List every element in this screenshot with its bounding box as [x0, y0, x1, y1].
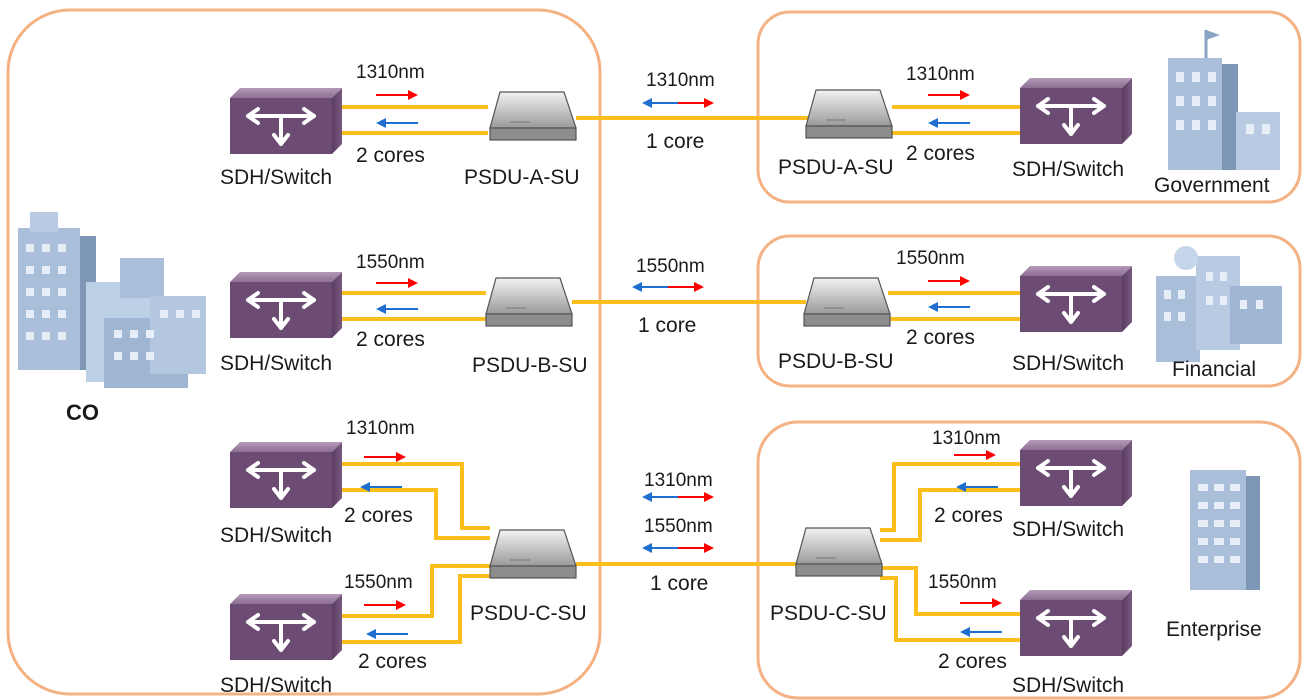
fiber-ent-bot-rx [880, 576, 1020, 642]
co-b-psdu-label: PSDU-B-SU [472, 354, 588, 377]
link-a-core: 1 core [646, 130, 704, 153]
co-a-cores: 2 cores [356, 144, 425, 167]
arrow-right-icon [953, 449, 997, 461]
sdh-switch-icon [1018, 264, 1134, 334]
link-c-core: 1 core [650, 572, 708, 595]
sdh-switch-icon [1018, 588, 1134, 658]
arrow-right-icon [927, 275, 971, 287]
co-b-cores: 2 cores [356, 328, 425, 351]
gov-psdu-label: PSDU-A-SU [778, 156, 894, 179]
co-c-top-switch-label: SDH/Switch [220, 524, 332, 547]
sdh-switch-icon [228, 440, 344, 510]
arrow-left-icon [375, 303, 419, 315]
ent-top-cores: 2 cores [934, 504, 1003, 527]
link-a-wavelength: 1310nm [646, 70, 715, 91]
co-boundary [6, 8, 602, 696]
co-b-wavelength: 1550nm [356, 252, 425, 273]
arrow-right-icon [363, 451, 407, 463]
fiber-ent-top-tx [880, 462, 1020, 532]
fin-psdu-label: PSDU-B-SU [778, 350, 894, 373]
fiber-ent-bot-tx [880, 566, 1020, 616]
government-building-icon [1168, 30, 1280, 170]
arrow-right-icon [375, 277, 419, 289]
arrow-bidirectional-icon [641, 542, 715, 554]
sdh-switch-icon [1018, 438, 1134, 508]
fin-wavelength: 1550nm [896, 248, 965, 269]
arrow-left-icon [365, 628, 409, 640]
office-buildings-icon [18, 212, 206, 388]
sdh-switch-icon [228, 86, 344, 156]
ent-top-wavelength: 1310nm [932, 428, 1001, 449]
co-a-wavelength: 1310nm [356, 62, 425, 83]
financial-site-boundary [756, 234, 1302, 388]
gov-site-name: Government [1154, 174, 1270, 197]
enterprise-tower-icon [1190, 470, 1260, 590]
co-c-bottom-wavelength: 1550nm [344, 572, 413, 593]
fin-cores: 2 cores [906, 326, 975, 349]
ent-site-name: Enterprise [1166, 618, 1262, 641]
gov-wavelength: 1310nm [906, 64, 975, 85]
fiber-co-c-bot-rx [340, 574, 490, 644]
link-b-wavelength: 1550nm [636, 256, 705, 277]
fiber-co-c-top-tx [340, 462, 490, 530]
co-c-top-wavelength: 1310nm [346, 418, 415, 439]
psdu-device-icon [489, 91, 577, 141]
ent-bottom-cores: 2 cores [938, 650, 1007, 673]
psdu-device-icon [803, 277, 891, 327]
fiber-ent-top-rx [880, 488, 1020, 542]
arrow-right-icon [959, 597, 1003, 609]
ent-bottom-wavelength: 1550nm [928, 572, 997, 593]
ent-bottom-switch-label: SDH/Switch [1012, 674, 1124, 697]
gov-switch-label: SDH/Switch [1012, 158, 1124, 181]
fiber-co-c-bot-tx [340, 564, 490, 618]
arrow-right-icon [363, 599, 407, 611]
arrow-left-icon [927, 117, 971, 129]
link-c-wavelength-2: 1550nm [644, 516, 713, 537]
fin-switch-label: SDH/Switch [1012, 352, 1124, 375]
psdu-device-icon [805, 89, 893, 139]
government-site-boundary [756, 10, 1302, 204]
fin-site-name: Financial [1172, 358, 1256, 381]
co-c-bottom-cores: 2 cores [358, 650, 427, 673]
psdu-device-icon [489, 529, 577, 579]
co-a-switch-label: SDH/Switch [220, 166, 332, 189]
sdh-switch-icon [228, 270, 344, 340]
arrow-bidirectional-icon [641, 97, 715, 109]
psdu-device-icon [795, 527, 883, 577]
arrow-bidirectional-icon [631, 281, 705, 293]
co-c-top-cores: 2 cores [344, 504, 413, 527]
financial-building-icon [1156, 246, 1282, 362]
psdu-device-icon [485, 277, 573, 327]
link-c-wavelength-1: 1310nm [644, 470, 713, 491]
co-label: CO [66, 400, 99, 425]
co-c-psdu-label: PSDU-C-SU [470, 602, 587, 625]
arrow-left-icon [375, 117, 419, 129]
arrow-right-icon [375, 89, 419, 101]
co-b-switch-label: SDH/Switch [220, 352, 332, 375]
ent-top-switch-label: SDH/Switch [1012, 518, 1124, 541]
arrow-right-icon [927, 89, 971, 101]
arrow-bidirectional-icon [641, 491, 715, 503]
ent-psdu-label: PSDU-C-SU [770, 602, 887, 625]
co-a-psdu-label: PSDU-A-SU [464, 166, 580, 189]
fiber-co-c-top-rx [340, 488, 490, 540]
co-c-bottom-switch-label: SDH/Switch [220, 674, 332, 697]
sdh-switch-icon [228, 592, 344, 662]
arrow-left-icon [959, 626, 1003, 638]
link-b-core: 1 core [638, 314, 696, 337]
enterprise-site-boundary [756, 420, 1302, 700]
sdh-switch-icon [1018, 76, 1134, 146]
gov-cores: 2 cores [906, 142, 975, 165]
arrow-left-icon [927, 301, 971, 313]
